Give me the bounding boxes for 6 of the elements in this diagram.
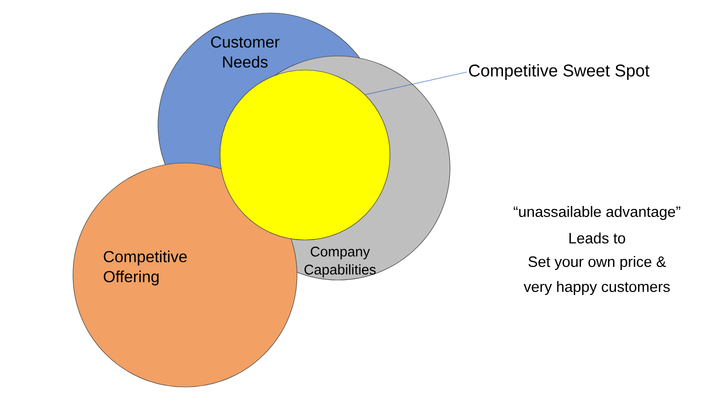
note-text: Set your own price & — [528, 256, 666, 270]
note-text: Leads to — [569, 232, 626, 244]
note-text: “unassailable advantage” — [514, 206, 680, 220]
callout-text: Competitive Sweet Spot — [469, 64, 650, 80]
note-text: very happy customers — [524, 281, 670, 295]
leader-line — [365, 72, 468, 95]
